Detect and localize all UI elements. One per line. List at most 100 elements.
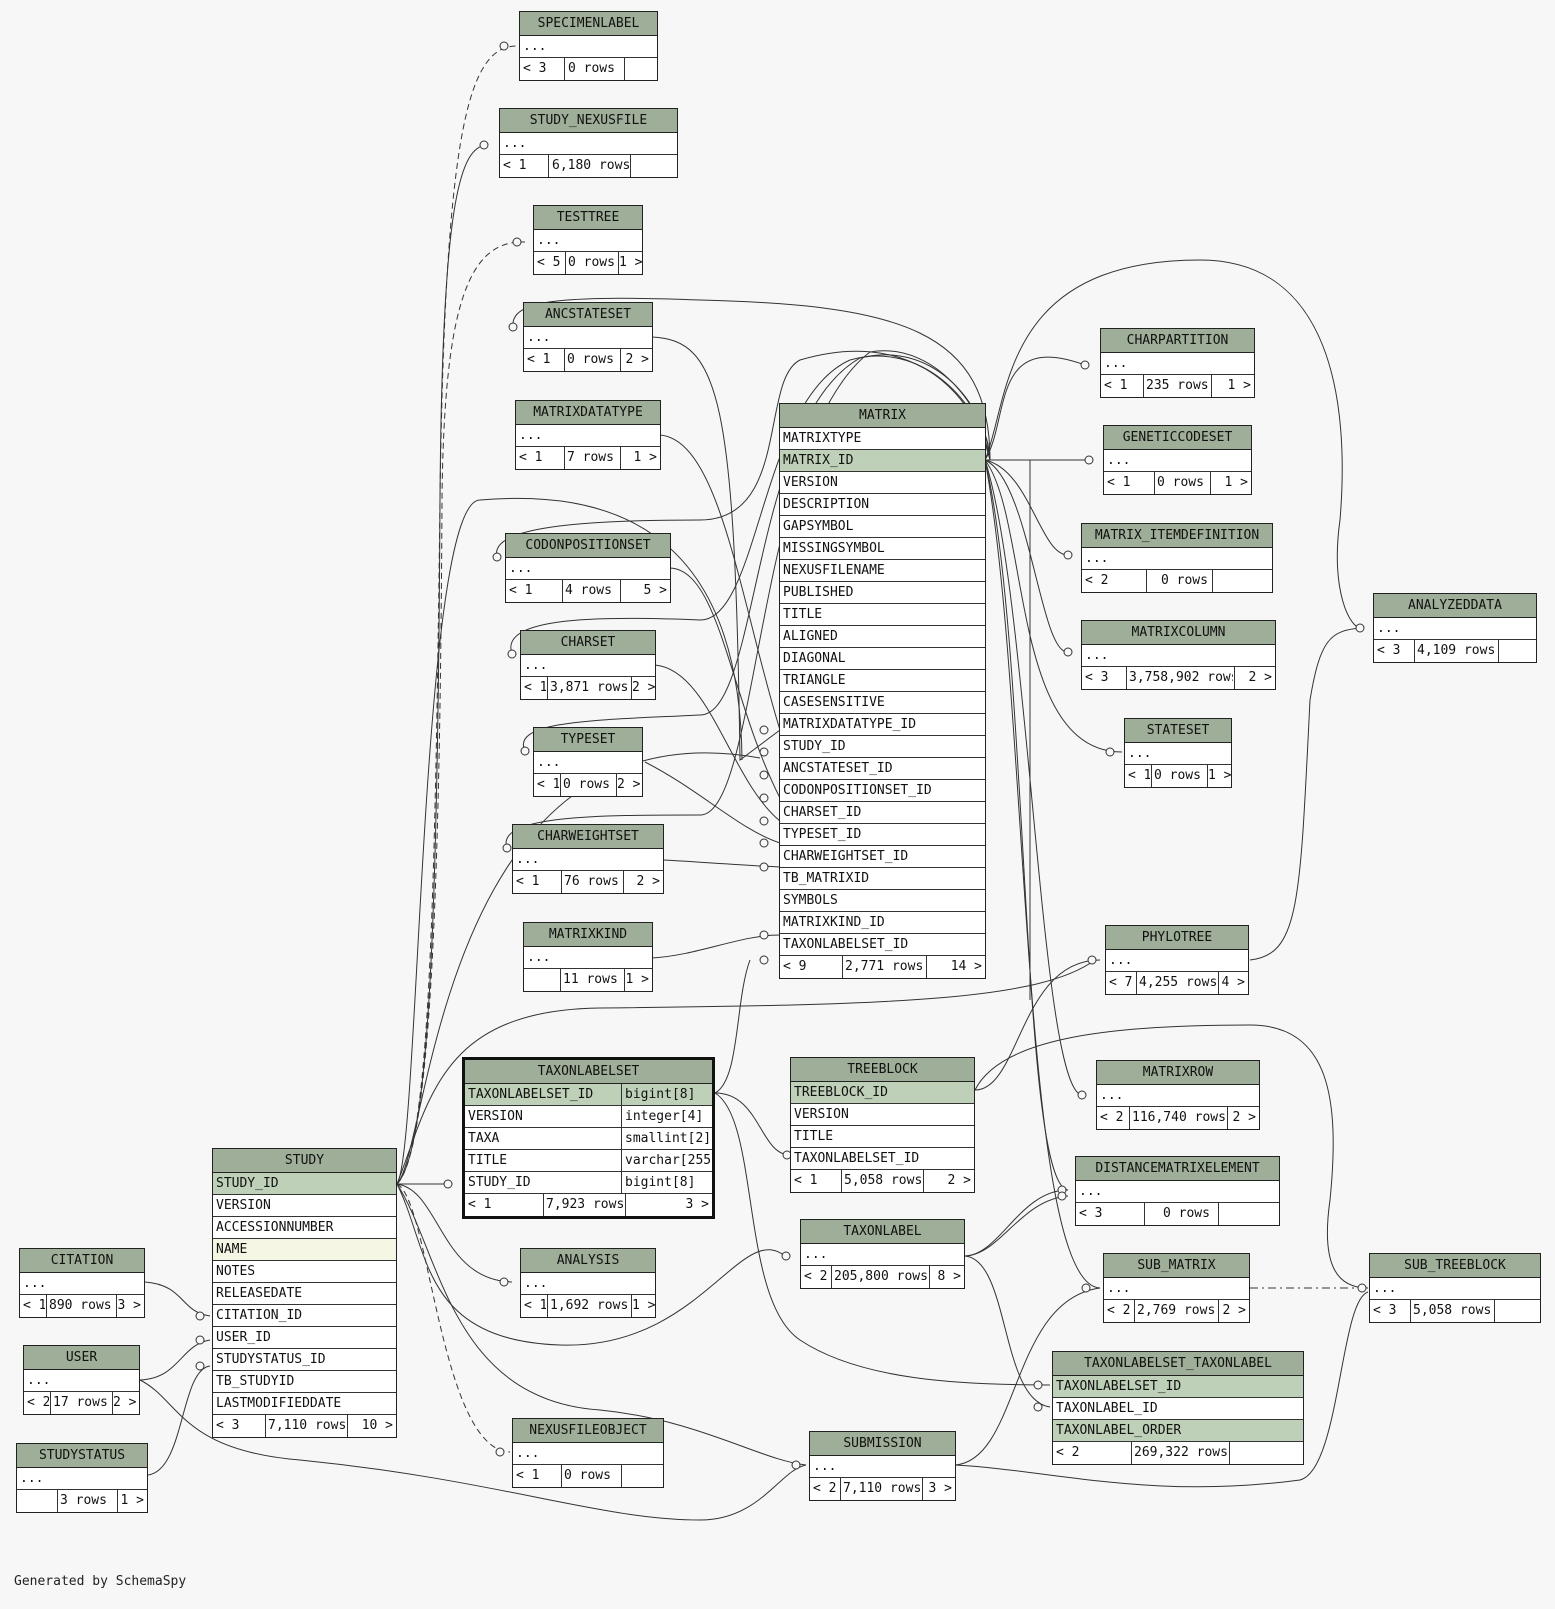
- table-footer: < 1 235 rows 1 >: [1101, 375, 1254, 397]
- column-row: ALIGNED: [780, 626, 985, 648]
- column-row: ...: [1097, 1085, 1259, 1107]
- table-user[interactable]: USER ... < 2 17 rows 2 >: [23, 1345, 140, 1415]
- column-row: ...: [534, 752, 642, 774]
- table-ancstateset[interactable]: ANCSTATESET ... < 1 0 rows 2 >: [523, 302, 653, 372]
- table-charset[interactable]: CHARSET ... < 1 3,871 rows 2 >: [520, 630, 656, 700]
- table-title: STATESET: [1125, 719, 1231, 743]
- table-title: DISTANCEMATRIXELEMENT: [1076, 1157, 1279, 1181]
- table-footer: < 2 116,740 rows 2 >: [1097, 1107, 1259, 1129]
- table-footer: < 2 17 rows 2 >: [24, 1392, 139, 1414]
- table-matrix-itemdefinition[interactable]: MATRIX_ITEMDEFINITION ... < 2 0 rows: [1081, 523, 1273, 593]
- column-row: CITATION_ID: [213, 1305, 396, 1327]
- column-row: ...: [1104, 1278, 1249, 1300]
- table-title: SPECIMENLABEL: [520, 12, 657, 36]
- column-row: ACCESSIONNUMBER: [213, 1217, 396, 1239]
- table-title: CHARPARTITION: [1101, 329, 1254, 353]
- column-row: ...: [513, 849, 663, 871]
- primary-key-row: MATRIX_ID: [780, 450, 985, 472]
- table-studystatus[interactable]: STUDYSTATUS ... 3 rows 1 >: [16, 1443, 148, 1513]
- table-taxonlabelset-taxonlabel[interactable]: TAXONLABELSET_TAXONLABEL TAXONLABELSET_I…: [1052, 1351, 1304, 1465]
- table-codonpositionset[interactable]: CODONPOSITIONSET ... < 1 4 rows 5 >: [505, 533, 671, 603]
- table-footer: < 2 205,800 rows 8 >: [801, 1266, 964, 1288]
- table-title: USER: [24, 1346, 139, 1370]
- column-row: ...: [810, 1456, 955, 1478]
- column-row: TB_STUDYID: [213, 1371, 396, 1393]
- column-row: ...: [1125, 743, 1231, 765]
- table-title: MATRIXROW: [1097, 1061, 1259, 1085]
- table-title: ANALYSIS: [521, 1249, 655, 1273]
- column-row: ...: [521, 1273, 655, 1295]
- column-row: NOTES: [213, 1261, 396, 1283]
- column-row: ...: [24, 1370, 139, 1392]
- table-study[interactable]: STUDY STUDY_ID VERSION ACCESSIONNUMBER N…: [212, 1148, 397, 1438]
- table-footer: < 3 3,758,902 rows 2 >: [1082, 667, 1275, 689]
- column-row: GAPSYMBOL: [780, 516, 985, 538]
- table-footer: < 2 269,322 rows: [1053, 1442, 1303, 1464]
- table-footer: < 3 0 rows: [1076, 1203, 1279, 1225]
- column-row: STUDY_ID: [780, 736, 985, 758]
- table-sub-treeblock[interactable]: SUB_TREEBLOCK ... < 3 5,058 rows: [1369, 1253, 1541, 1323]
- column-row: TITLE: [780, 604, 985, 626]
- table-citation[interactable]: CITATION ... < 1 890 rows 3 >: [19, 1248, 145, 1318]
- table-analyzeddata[interactable]: ANALYZEDDATA ... < 3 4,109 rows: [1373, 593, 1537, 663]
- table-distancematrixelement[interactable]: DISTANCEMATRIXELEMENT ... < 3 0 rows: [1075, 1156, 1280, 1226]
- table-footer: < 1 76 rows 2 >: [513, 871, 663, 893]
- column-row: ...: [506, 558, 670, 580]
- table-typeset[interactable]: TYPESET ... < 1 0 rows 2 >: [533, 727, 643, 797]
- table-title: MATRIXDATATYPE: [516, 401, 660, 425]
- column-row: LASTMODIFIEDDATE: [213, 1393, 396, 1415]
- column-row: CODONPOSITIONSET_ID: [780, 780, 985, 802]
- table-specimenlabel[interactable]: SPECIMENLABEL ... < 3 0 rows: [519, 11, 658, 81]
- column-row: TAXONLABELSET_ID: [791, 1148, 974, 1170]
- table-analysis[interactable]: ANALYSIS ... < 1 1,692 rows 1 >: [520, 1248, 656, 1318]
- table-footer: < 1 3,871 rows 2 >: [521, 677, 655, 699]
- table-sub-matrix[interactable]: SUB_MATRIX ... < 2 2,769 rows 2 >: [1103, 1253, 1250, 1323]
- column-row: CHARSET_ID: [780, 802, 985, 824]
- column-row: MATRIXDATATYPE_ID: [780, 714, 985, 736]
- table-footer: < 1 0 rows: [513, 1465, 663, 1487]
- column-row: VERSION: [780, 472, 985, 494]
- table-matrixkind[interactable]: MATRIXKIND ... 11 rows 1 >: [523, 922, 653, 992]
- column-row: ...: [1082, 548, 1272, 570]
- table-matrixcolumn[interactable]: MATRIXCOLUMN ... < 3 3,758,902 rows 2 >: [1081, 620, 1276, 690]
- table-geneticcodeset[interactable]: GENETICCODESET ... < 1 0 rows 1 >: [1103, 425, 1252, 495]
- table-stateset[interactable]: STATESET ... < 1 0 rows 1 >: [1124, 718, 1232, 788]
- table-title: TYPESET: [534, 728, 642, 752]
- table-matrix[interactable]: MATRIX MATRIXTYPE MATRIX_ID VERSION DESC…: [779, 403, 986, 979]
- column-row: ...: [801, 1244, 964, 1266]
- table-title: CODONPOSITIONSET: [506, 534, 670, 558]
- column-row: MATRIXKIND_ID: [780, 912, 985, 934]
- column-row: ...: [513, 1443, 663, 1465]
- table-charweightset[interactable]: CHARWEIGHTSET ... < 1 76 rows 2 >: [512, 824, 664, 894]
- table-matrixdatatype[interactable]: MATRIXDATATYPE ... < 1 7 rows 1 >: [515, 400, 661, 470]
- table-taxonlabel[interactable]: TAXONLABEL ... < 2 205,800 rows 8 >: [800, 1219, 965, 1289]
- column-row: MATRIXTYPE: [780, 428, 985, 450]
- column-row: ANCSTATESET_ID: [780, 758, 985, 780]
- table-footer: 3 rows 1 >: [17, 1490, 147, 1512]
- table-treeblock[interactable]: TREEBLOCK TREEBLOCK_ID VERSION TITLE TAX…: [790, 1057, 975, 1193]
- table-title: STUDYSTATUS: [17, 1444, 147, 1468]
- table-study-nexusfile[interactable]: STUDY_NEXUSFILE ... < 1 6,180 rows: [499, 108, 678, 178]
- table-footer: < 1 890 rows 3 >: [20, 1295, 144, 1317]
- table-testtree[interactable]: TESTTREE ... < 5 0 rows 1 >: [533, 205, 643, 275]
- table-footer: < 3 7,110 rows 10 >: [213, 1415, 396, 1437]
- column-row: ...: [534, 230, 642, 252]
- table-footer: < 1 0 rows 1 >: [1104, 472, 1251, 494]
- table-title: MATRIXKIND: [524, 923, 652, 947]
- column-row: RELEASEDATE: [213, 1283, 396, 1305]
- column-row: MISSINGSYMBOL: [780, 538, 985, 560]
- table-footer: < 3 4,109 rows: [1374, 640, 1536, 662]
- table-matrixrow[interactable]: MATRIXROW ... < 2 116,740 rows 2 >: [1096, 1060, 1260, 1130]
- table-nexusfileobject[interactable]: NEXUSFILEOBJECT ... < 1 0 rows: [512, 1418, 664, 1488]
- table-phylotree[interactable]: PHYLOTREE ... < 7 4,255 rows 4 >: [1105, 925, 1249, 995]
- table-title: TREEBLOCK: [791, 1058, 974, 1082]
- table-charpartition[interactable]: CHARPARTITION ... < 1 235 rows 1 >: [1100, 328, 1255, 398]
- column-row: ...: [500, 133, 677, 155]
- table-title: STUDY_NEXUSFILE: [500, 109, 677, 133]
- column-row: ...: [516, 425, 660, 447]
- table-submission[interactable]: SUBMISSION ... < 2 7,110 rows 3 >: [809, 1431, 956, 1501]
